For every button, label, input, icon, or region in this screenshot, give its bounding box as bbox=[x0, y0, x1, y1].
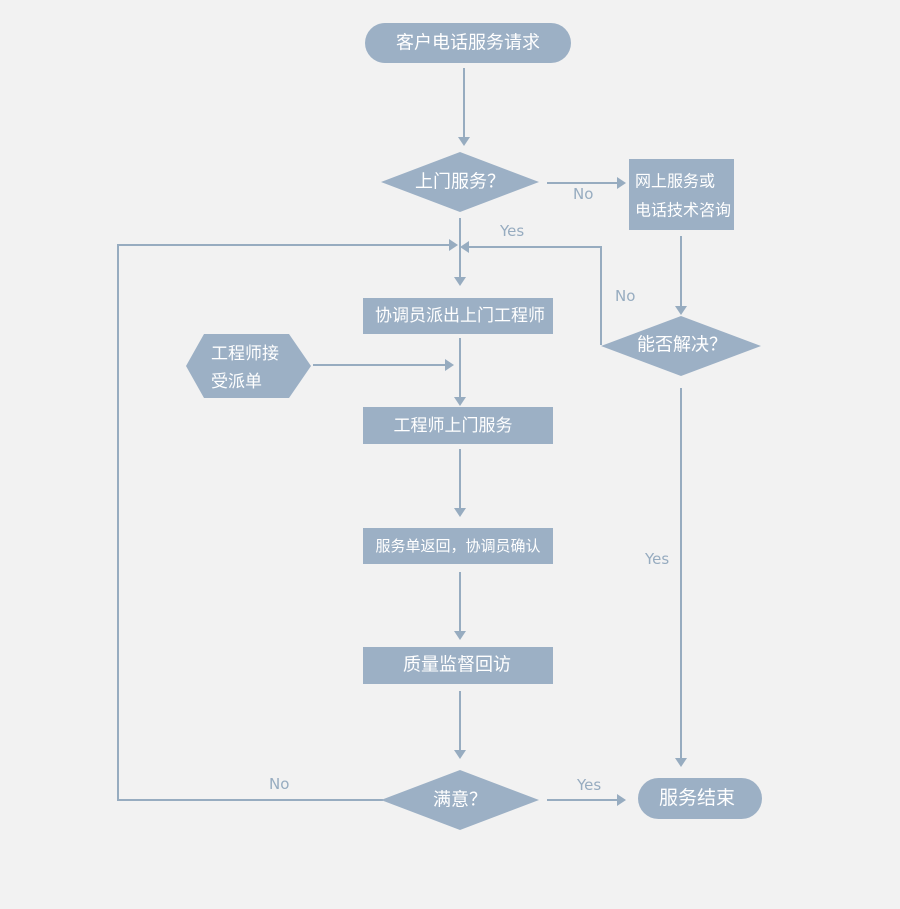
label-resolve-no: No bbox=[615, 287, 635, 305]
order-return-node: 服务单返回，协调员确认 bbox=[363, 528, 553, 564]
arrowhead bbox=[617, 794, 626, 806]
dispatch-node: 协调员派出上门工程师 bbox=[363, 298, 553, 334]
arrowhead bbox=[454, 508, 466, 517]
quality-followup-node: 质量监督回访 bbox=[363, 647, 553, 684]
resolve-decision-label: 能否解决？ bbox=[637, 335, 727, 356]
quality-followup-label: 质量监督回访 bbox=[403, 655, 511, 676]
nodes: 客户电话服务请求 上门服务？ 网上服务或 电话技术咨询 协调员派出上门工程师 能… bbox=[186, 23, 762, 830]
online-service-label-line2: 电话技术咨询 bbox=[635, 201, 731, 220]
online-service-label-line1: 网上服务或 bbox=[635, 172, 715, 191]
engineer-accept-label-line1: 工程师接 bbox=[211, 344, 279, 364]
edges bbox=[117, 68, 687, 806]
label-resolve-yes: Yes bbox=[644, 550, 669, 568]
arrowhead bbox=[449, 239, 458, 251]
label-satisfied-yes: Yes bbox=[576, 776, 601, 794]
order-return-label: 服务单返回，协调员确认 bbox=[375, 537, 540, 555]
end-node: 服务结束 bbox=[638, 778, 762, 819]
edge-resolve-no bbox=[468, 246, 602, 345]
arrowhead bbox=[454, 750, 466, 759]
label-onsite-yes: Yes bbox=[499, 222, 524, 240]
label-onsite-no: No bbox=[573, 185, 593, 203]
resolve-decision-node: 能否解决？ bbox=[601, 316, 761, 376]
end-node-label: 服务结束 bbox=[659, 787, 735, 809]
edge-satisfied-no bbox=[117, 244, 450, 801]
arrowhead bbox=[617, 177, 626, 189]
onsite-decision-label: 上门服务？ bbox=[415, 172, 505, 193]
arrowhead bbox=[454, 277, 466, 286]
label-satisfied-no: No bbox=[269, 775, 289, 793]
arrowhead bbox=[445, 359, 454, 371]
online-service-node: 网上服务或 电话技术咨询 bbox=[629, 159, 734, 230]
arrowhead bbox=[675, 758, 687, 767]
arrowhead bbox=[458, 137, 470, 146]
engineer-accept-label-line2: 受派单 bbox=[211, 372, 262, 392]
engineer-accept-node: 工程师接 受派单 bbox=[186, 334, 311, 398]
satisfied-decision-label: 满意？ bbox=[433, 790, 487, 811]
start-node-label: 客户电话服务请求 bbox=[396, 33, 540, 54]
engineer-onsite-label: 工程师上门服务 bbox=[394, 416, 513, 436]
start-node: 客户电话服务请求 bbox=[365, 23, 571, 63]
dispatch-label: 协调员派出上门工程师 bbox=[375, 306, 545, 326]
arrowhead bbox=[454, 397, 466, 406]
arrowhead bbox=[454, 631, 466, 640]
edge-labels: No Yes No Yes No Yes bbox=[269, 185, 669, 794]
onsite-decision-node: 上门服务？ bbox=[381, 152, 539, 212]
arrowhead bbox=[675, 306, 687, 315]
engineer-onsite-node: 工程师上门服务 bbox=[363, 407, 553, 444]
arrowhead bbox=[460, 241, 469, 253]
satisfied-decision-node: 满意？ bbox=[381, 770, 539, 830]
